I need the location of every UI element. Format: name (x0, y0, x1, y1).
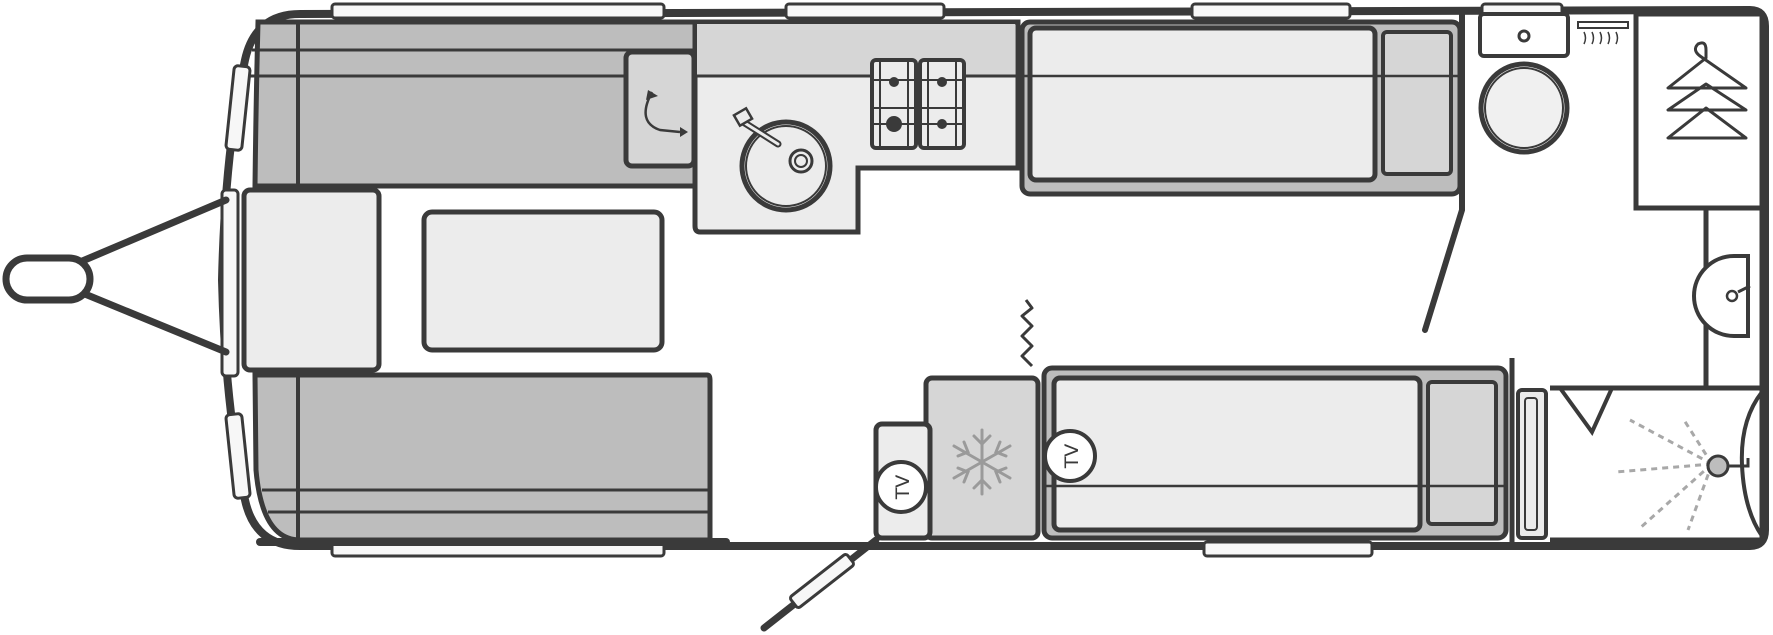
washroom (1422, 11, 1765, 543)
tv-badge-left: TV (874, 460, 928, 514)
tow-hitch (2, 196, 230, 356)
oven-unit (623, 49, 697, 169)
entrance-door[interactable] (760, 536, 880, 632)
window-top-1 (330, 2, 666, 20)
window-top-2 (784, 2, 946, 20)
tv-badge-right: TV (1043, 429, 1097, 483)
shower-head-icon (1615, 418, 1750, 531)
windows (220, 2, 1564, 558)
shower-curtain-mark (1558, 386, 1614, 436)
heater-small-icon (1577, 21, 1629, 45)
hitch-handle (2, 254, 94, 304)
toilet-icon (1478, 12, 1570, 155)
front-seat-bottom (252, 372, 713, 543)
shower-tray (1550, 385, 1765, 543)
basin-icon (1692, 254, 1751, 338)
side-seat-top (1019, 19, 1463, 197)
rotate-arrow-icon (644, 90, 688, 137)
tv-label-right: TV (1061, 444, 1083, 470)
tv-label-left: TV (892, 475, 914, 501)
round-sink-icon (732, 106, 833, 213)
window-bottom-2 (1202, 540, 1374, 558)
washroom-door-panel (1516, 388, 1548, 540)
heater-wavy-icon (1020, 299, 1034, 368)
worktop-back (697, 24, 1015, 76)
side-seat-bottom (1041, 358, 1548, 544)
four-burner-hob-icon (870, 58, 966, 150)
window-front-1 (224, 64, 252, 152)
window-front-3 (224, 412, 252, 500)
front-chest (241, 187, 382, 373)
front-seat-top (252, 19, 698, 189)
fridge-unit (923, 375, 1041, 541)
lounge-table (421, 209, 665, 353)
coat-hanger-icon (1666, 41, 1748, 140)
window-front-2 (220, 188, 240, 378)
window-top-3 (1190, 2, 1352, 20)
kitchen (623, 19, 1021, 235)
snowflake-icon (952, 428, 1012, 496)
